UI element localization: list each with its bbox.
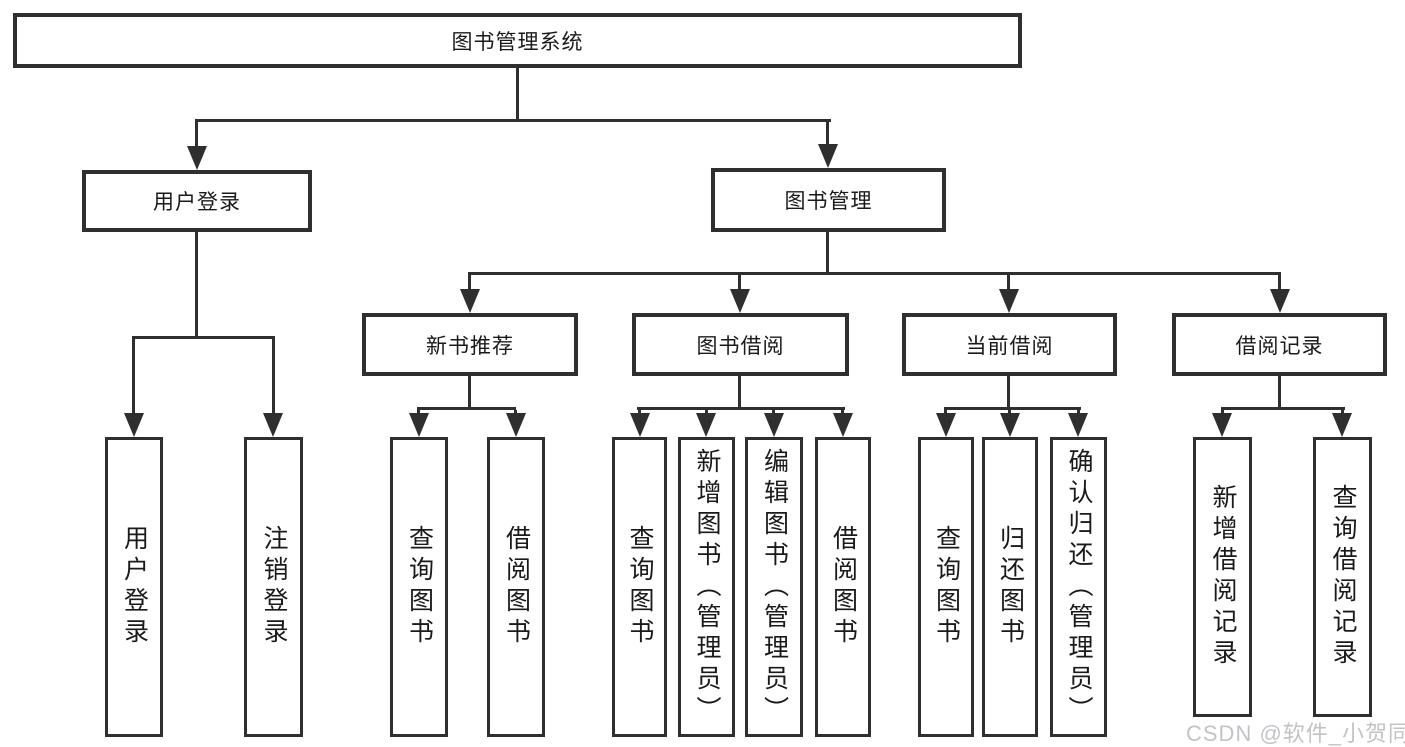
- node-current-borrow: 当前借阅: [902, 313, 1117, 376]
- node-new-book-recommend: 新书推荐: [362, 313, 578, 376]
- arrow-down-icon: [1332, 413, 1352, 437]
- arrow-down-icon: [818, 144, 838, 168]
- arrow-down-icon: [1068, 413, 1088, 437]
- connector-current-borrow-stem: [1007, 376, 1010, 410]
- leaf-logout: 注销登录: [244, 437, 303, 737]
- connector-leaf-stem: [841, 410, 844, 413]
- node-borrow-records: 借阅记录: [1172, 313, 1387, 376]
- connector-leaf-stem: [944, 410, 947, 413]
- connector-book-mgmt-stem: [826, 232, 829, 275]
- arrow-down-icon: [936, 413, 956, 437]
- connector-to-new-book-stem: [468, 275, 471, 289]
- node-root: 图书管理系统: [13, 13, 1022, 68]
- connector-book-borrow-stem: [738, 376, 741, 410]
- connector-leaf-stem: [417, 410, 420, 413]
- connector-current-borrow-hbar: [944, 407, 1081, 410]
- connector-new-book-stem: [468, 376, 471, 410]
- leaf-query-books: 查询图书: [612, 437, 667, 737]
- arrow-down-icon: [999, 289, 1019, 313]
- node-user-login: 用户登录: [82, 170, 312, 232]
- connector-leaf-stem: [772, 410, 775, 413]
- connector-user-login-hbar: [132, 336, 275, 339]
- leaf-add-borrow-record: 新增借阅记录: [1193, 437, 1252, 717]
- arrow-down-icon: [1270, 289, 1290, 313]
- connector-borrow-record-hbar: [1221, 407, 1345, 410]
- connector-leaf-stem: [1077, 410, 1080, 413]
- leaf-query-borrow-record: 查询借阅记录: [1313, 437, 1372, 717]
- connector-book-borrow-hbar: [637, 407, 845, 410]
- connector-to-book-mgmt-stem: [826, 122, 829, 144]
- connector-root-stem: [516, 68, 519, 122]
- leaf-borrow-books: 借阅图书: [487, 437, 545, 737]
- leaf-return-books: 归还图书: [982, 437, 1038, 737]
- leaf-add-books-admin: 新增图书（管理员）: [678, 437, 735, 737]
- connector-root-hbar: [195, 119, 831, 122]
- watermark: CSDN @软件_小贺同学: [1186, 721, 1405, 746]
- arrow-down-icon: [1212, 413, 1232, 437]
- arrow-down-icon: [1000, 413, 1020, 437]
- connector-leaf-stem: [272, 339, 275, 413]
- arrow-down-icon: [833, 413, 853, 437]
- arrow-down-icon: [630, 413, 650, 437]
- node-book-mgmt: 图书管理: [711, 168, 946, 232]
- arrow-down-icon: [506, 413, 526, 437]
- connector-leaf-stem: [1341, 410, 1344, 413]
- connector-borrow-record-stem: [1278, 376, 1281, 410]
- connector-leaf-stem: [638, 410, 641, 413]
- connector-to-book-borrow-stem: [738, 275, 741, 289]
- leaf-query-books: 查询图书: [390, 437, 448, 737]
- arrow-down-icon: [460, 289, 480, 313]
- leaf-user-login: 用户登录: [105, 437, 163, 737]
- leaf-confirm-return-admin: 确认归还（管理员）: [1050, 437, 1107, 737]
- leaf-borrow-books: 借阅图书: [815, 437, 871, 737]
- arrow-down-icon: [187, 146, 207, 170]
- arrow-down-icon: [409, 413, 429, 437]
- node-book-borrow: 图书借阅: [632, 313, 849, 376]
- arrow-down-icon: [263, 413, 283, 437]
- connector-to-user-login-stem: [195, 122, 198, 146]
- leaf-edit-books-admin: 编辑图书（管理员）: [745, 437, 803, 737]
- arrow-down-icon: [764, 413, 784, 437]
- connector-leaf-stem: [1008, 410, 1011, 413]
- connector-book-mgmt-hbar: [468, 272, 1281, 275]
- leaf-query-books: 查询图书: [918, 437, 974, 737]
- arrow-down-icon: [124, 413, 144, 437]
- connector-user-login-stem: [195, 232, 198, 339]
- arrow-down-icon: [696, 413, 716, 437]
- connector-leaf-stem: [1221, 410, 1224, 413]
- arrow-down-icon: [730, 289, 750, 313]
- connector-new-book-hbar: [417, 407, 516, 410]
- connector-leaf-stem: [132, 339, 135, 413]
- connector-leaf-stem: [514, 410, 517, 413]
- connector-to-borrow-record-stem: [1278, 275, 1281, 289]
- connector-to-current-borrow-stem: [1007, 275, 1010, 289]
- connector-leaf-stem: [705, 410, 708, 413]
